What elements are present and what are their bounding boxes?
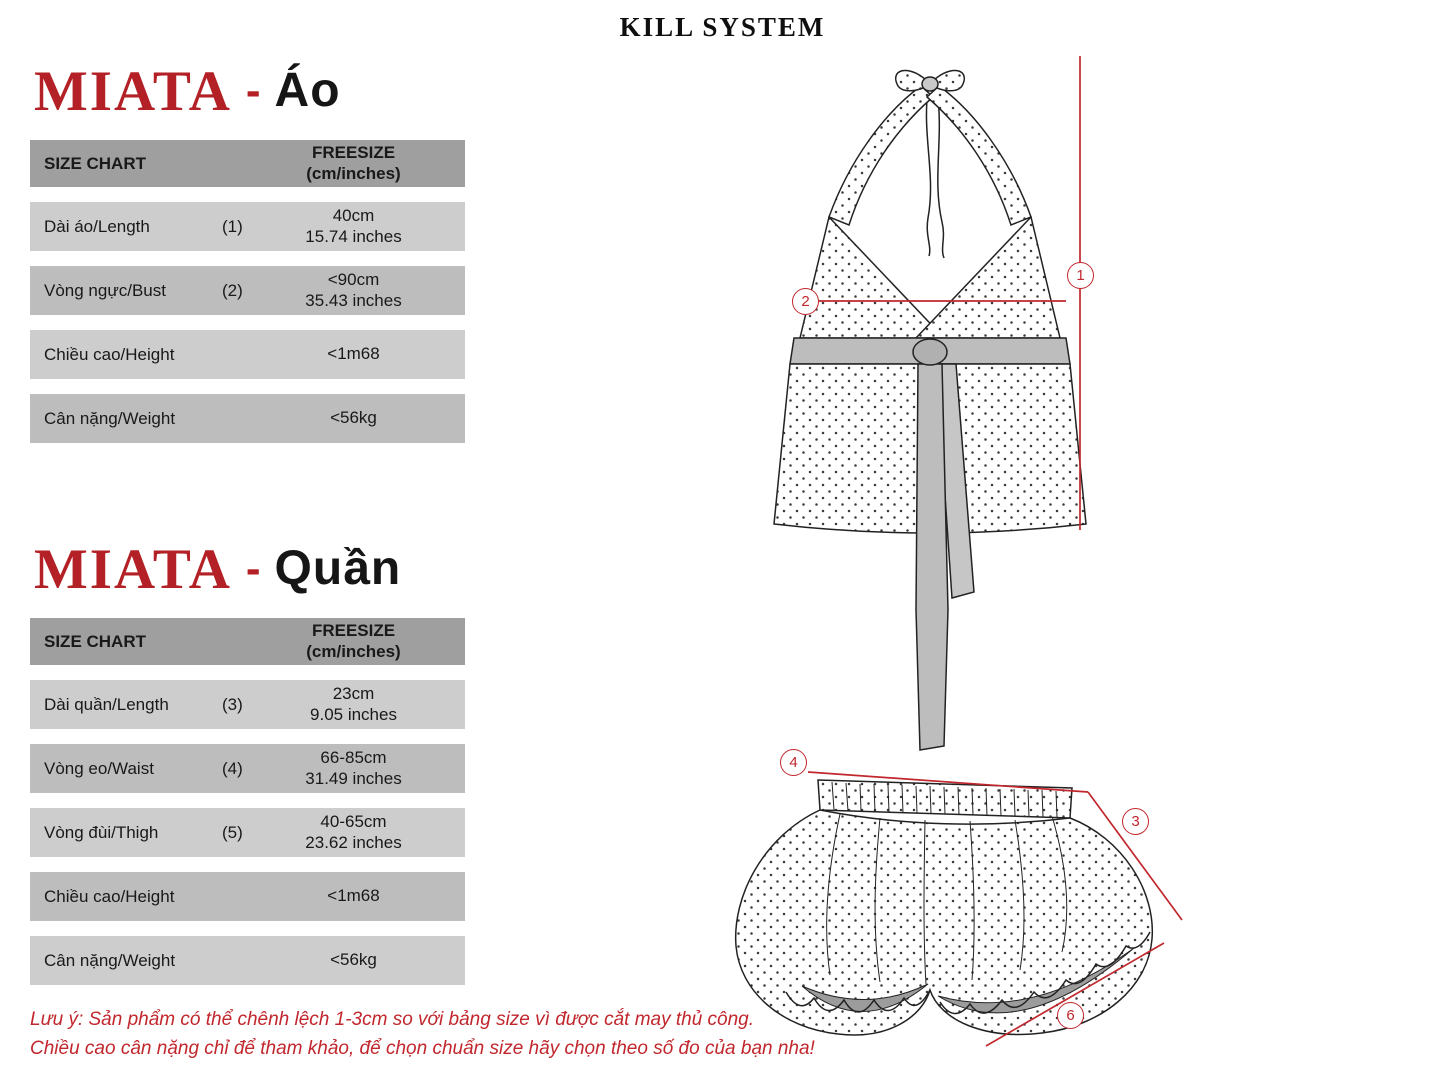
table-header: SIZE CHART FREESIZE (cm/inches) — [30, 140, 465, 187]
section-title-quan: MIATA - Quần — [34, 536, 465, 602]
row-value: <56kg — [330, 950, 377, 970]
row-label: Vòng eo/Waist — [44, 758, 154, 778]
table-row: Cân nặng/Weight <56kg — [30, 394, 465, 443]
row-ref: (5) — [222, 822, 243, 842]
row-value: <90cm 35.43 inches — [305, 270, 402, 310]
shorts-length-measure-line — [1087, 791, 1183, 921]
header-size-chart: SIZE CHART — [44, 631, 146, 651]
size-table-ao: SIZE CHART FREESIZE (cm/inches) Dài áo/L… — [30, 140, 465, 443]
marker-3-shorts-length: 3 — [1122, 808, 1149, 835]
title-miata: MIATA — [34, 59, 232, 123]
marker-4-waist: 4 — [780, 749, 807, 776]
table-row: Vòng ngực/Bust (2) <90cm 35.43 inches — [30, 266, 465, 315]
note-line-2: Chiều cao cân nặng chỉ để tham khảo, để … — [30, 1037, 815, 1059]
title-garment-quan: Quần — [274, 542, 402, 595]
title-separator: - — [245, 66, 261, 115]
row-label: Chiều cao/Height — [44, 344, 175, 364]
garment-illustration-svg — [734, 56, 1183, 1047]
waist-measure-line — [807, 771, 1089, 793]
table-header: SIZE CHART FREESIZE (cm/inches) — [30, 618, 465, 665]
header-size-chart: SIZE CHART — [44, 153, 146, 173]
row-label: Cân nặng/Weight — [44, 408, 176, 428]
table-row: Vòng đùi/Thigh (5) 40-65cm 23.62 inches — [30, 808, 465, 857]
table-row: Cân nặng/Weight <56kg — [30, 936, 465, 985]
section-bottom-quan: MIATA - Quần SIZE CHART FREESIZE (cm/inc… — [30, 536, 465, 985]
garment-technical-drawing — [690, 40, 1210, 1052]
row-label: Vòng ngực/Bust — [44, 280, 166, 300]
row-value: 40-65cm 23.62 inches — [305, 812, 402, 852]
row-ref: (4) — [222, 758, 243, 778]
footer-notes: Lưu ý: Sản phẩm có thể chênh lệch 1-3cm … — [30, 1006, 815, 1063]
row-label: Vòng đùi/Thigh — [44, 822, 159, 842]
row-value: <56kg — [330, 408, 377, 428]
row-ref: (3) — [222, 694, 243, 714]
halter-top-drawing — [773, 69, 1087, 751]
title-garment-ao: Áo — [274, 64, 341, 117]
row-ref: (2) — [222, 280, 243, 300]
row-label: Cân nặng/Weight — [44, 950, 176, 970]
marker-2-bust: 2 — [792, 288, 819, 315]
row-label: Dài quần/Length — [44, 694, 169, 714]
measurement-lines — [807, 56, 1183, 1047]
row-value: 66-85cm 31.49 inches — [305, 748, 402, 788]
title-separator: - — [245, 544, 261, 593]
marker-1-length: 1 — [1067, 262, 1094, 289]
table-row: Chiều cao/Height <1m68 — [30, 872, 465, 921]
table-row: Dài quần/Length (3) 23cm 9.05 inches — [30, 680, 465, 729]
title-miata: MIATA — [34, 537, 232, 601]
row-value: <1m68 — [327, 886, 380, 906]
header-freesize: FREESIZE (cm/inches) — [306, 143, 401, 183]
table-row: Vòng eo/Waist (4) 66-85cm 31.49 inches — [30, 744, 465, 793]
brand-title: KILL SYSTEM — [619, 12, 826, 42]
table-row: Dài áo/Length (1) 40cm 15.74 inches — [30, 202, 465, 251]
row-ref: (1) — [222, 216, 243, 236]
row-value: 23cm 9.05 inches — [310, 684, 397, 724]
marker-6-thigh: 6 — [1057, 1002, 1084, 1029]
row-label: Dài áo/Length — [44, 216, 150, 236]
row-label: Chiều cao/Height — [44, 886, 175, 906]
size-table-quan: SIZE CHART FREESIZE (cm/inches) Dài quần… — [30, 618, 465, 985]
section-title-ao: MIATA - Áo — [34, 58, 465, 124]
table-row: Chiều cao/Height <1m68 — [30, 330, 465, 379]
section-top-ao: MIATA - Áo SIZE CHART FREESIZE (cm/inche… — [30, 58, 465, 443]
thigh-measure-line — [985, 942, 1165, 1047]
note-line-1: Lưu ý: Sản phẩm có thể chênh lệch 1-3cm … — [30, 1009, 755, 1030]
row-value: <1m68 — [327, 344, 380, 364]
header-freesize: FREESIZE (cm/inches) — [306, 621, 401, 661]
shorts-drawing — [734, 779, 1154, 1036]
row-value: 40cm 15.74 inches — [305, 206, 402, 246]
